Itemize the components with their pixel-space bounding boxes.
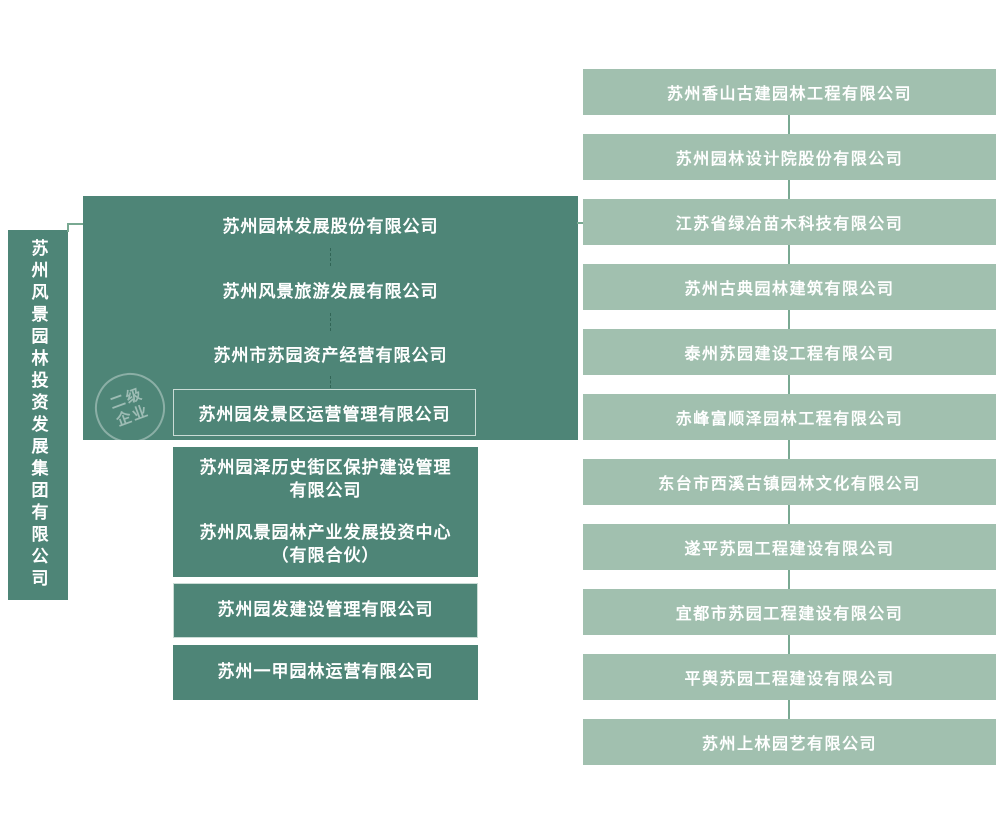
root-company-name: 苏州风景园林投资发展集团有限公司 bbox=[28, 239, 48, 591]
tier2-box: 苏州风景园林产业发展投资中心 （有限合伙） bbox=[173, 512, 478, 577]
tier3-box: 遂平苏园工程建设有限公司 bbox=[583, 524, 996, 570]
tier3-box: 宜都市苏园工程建设有限公司 bbox=[583, 589, 996, 635]
company-name: 苏州风景旅游发展有限公司 bbox=[222, 281, 439, 301]
connector-root-horizontal bbox=[67, 223, 84, 225]
tier3-box: 江苏省绿冶苗木科技有限公司 bbox=[583, 199, 996, 245]
company-name: 苏州香山古建园林工程有限公司 bbox=[666, 86, 912, 103]
company-name-line2: （有限合伙） bbox=[271, 545, 380, 565]
company-name: 泰州苏园建设工程有限公司 bbox=[684, 346, 895, 363]
company-name: 苏州园林发展股份有限公司 bbox=[222, 216, 439, 236]
tier2-item-outlined: 苏州园发景区运营管理有限公司 bbox=[173, 389, 476, 436]
dashed-separator bbox=[330, 248, 331, 266]
company-name: 苏州园发建设管理有限公司 bbox=[217, 600, 434, 620]
company-name: 苏州上林园艺有限公司 bbox=[701, 736, 877, 753]
company-name: 平舆苏园工程建设有限公司 bbox=[684, 671, 895, 688]
connector-tier3 bbox=[788, 245, 790, 264]
tier3-box: 泰州苏园建设工程有限公司 bbox=[583, 329, 996, 375]
connector-tier3 bbox=[788, 115, 790, 134]
connector-panel-to-tier3 bbox=[577, 222, 584, 224]
tier2-item: 苏州市苏园资产经营有限公司 bbox=[83, 331, 578, 375]
tier3-box: 东台市西溪古镇园林文化有限公司 bbox=[583, 459, 996, 505]
tier2-panel: 苏州园林发展股份有限公司 苏州风景旅游发展有限公司 苏州市苏园资产经营有限公司 … bbox=[83, 196, 578, 440]
company-name: 赤峰富顺泽园林工程有限公司 bbox=[675, 411, 904, 428]
company-name: 江苏省绿冶苗木科技有限公司 bbox=[675, 216, 904, 233]
company-name: 苏州市苏园资产经营有限公司 bbox=[213, 345, 448, 365]
tier3-box: 平舆苏园工程建设有限公司 bbox=[583, 654, 996, 700]
connector-tier3 bbox=[788, 180, 790, 199]
tier3-box: 苏州上林园艺有限公司 bbox=[583, 719, 996, 765]
tier3-box: 苏州古典园林建筑有限公司 bbox=[583, 264, 996, 310]
connector-root-vertical bbox=[67, 223, 69, 232]
root-company-box: 苏州风景园林投资发展集团有限公司 bbox=[8, 230, 68, 600]
tier3-box: 赤峰富顺泽园林工程有限公司 bbox=[583, 394, 996, 440]
connector-tier3 bbox=[788, 570, 790, 589]
company-name: 宜都市苏园工程建设有限公司 bbox=[675, 606, 904, 623]
tier2-box: 苏州一甲园林运营有限公司 bbox=[173, 645, 478, 700]
connector-tier3 bbox=[788, 700, 790, 719]
connector-tier3 bbox=[788, 310, 790, 329]
company-name: 苏州一甲园林运营有限公司 bbox=[217, 662, 434, 682]
tier3-box: 苏州香山古建园林工程有限公司 bbox=[583, 69, 996, 115]
company-name-line2: 有限公司 bbox=[289, 480, 362, 500]
connector-tier3 bbox=[788, 635, 790, 654]
connector-tier3 bbox=[788, 375, 790, 394]
company-name: 苏州园林设计院股份有限公司 bbox=[675, 151, 904, 168]
company-name: 遂平苏园工程建设有限公司 bbox=[684, 541, 895, 558]
dashed-separator bbox=[330, 376, 331, 388]
tier3-box: 苏州园林设计院股份有限公司 bbox=[583, 134, 996, 180]
connector-tier3 bbox=[788, 440, 790, 459]
company-name: 苏州古典园林建筑有限公司 bbox=[684, 281, 895, 298]
company-name-line1: 苏州风景园林产业发展投资中心 bbox=[199, 522, 452, 542]
tier2-box-outlined: 苏州园发建设管理有限公司 bbox=[173, 583, 478, 638]
company-name: 苏州园发景区运营管理有限公司 bbox=[198, 405, 451, 424]
dashed-separator bbox=[330, 313, 331, 331]
tier2-item: 苏州风景旅游发展有限公司 bbox=[83, 267, 578, 311]
tier2-box: 苏州园泽历史街区保护建设管理 有限公司 bbox=[173, 447, 478, 512]
company-name-line1: 苏州园泽历史街区保护建设管理 bbox=[199, 457, 452, 477]
company-name: 东台市西溪古镇园林文化有限公司 bbox=[658, 476, 921, 493]
tier2-item: 苏州园林发展股份有限公司 bbox=[83, 202, 578, 246]
connector-tier3 bbox=[788, 505, 790, 524]
